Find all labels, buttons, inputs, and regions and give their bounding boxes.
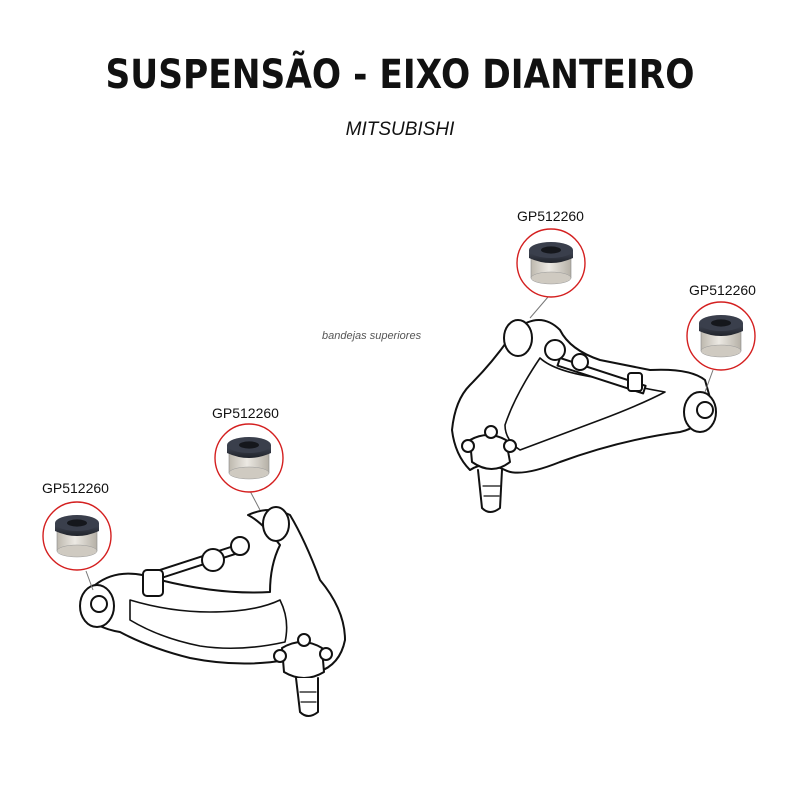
leader-line-top [529,296,549,319]
callout-label-right: GP512260 [689,282,756,298]
callout-left [42,501,112,571]
page-title: SUSPENSÃO - EIXO DIANTEIRO [105,52,695,98]
leader-line-center [249,490,261,511]
leader-line-left [85,570,94,591]
callout-label-center: GP512260 [212,405,279,421]
callout-top [516,228,586,298]
callout-label-top: GP512260 [517,208,584,224]
upper-arm-right [451,319,717,513]
callout-right [686,301,756,371]
diagram-caption: bandejas superiores [322,330,422,342]
upper-arm-left [79,506,346,717]
callout-label-left: GP512260 [42,480,109,496]
callout-center [214,423,284,493]
brand-subtitle: MITSUBISHI [345,119,455,140]
leader-line-right [704,369,714,393]
